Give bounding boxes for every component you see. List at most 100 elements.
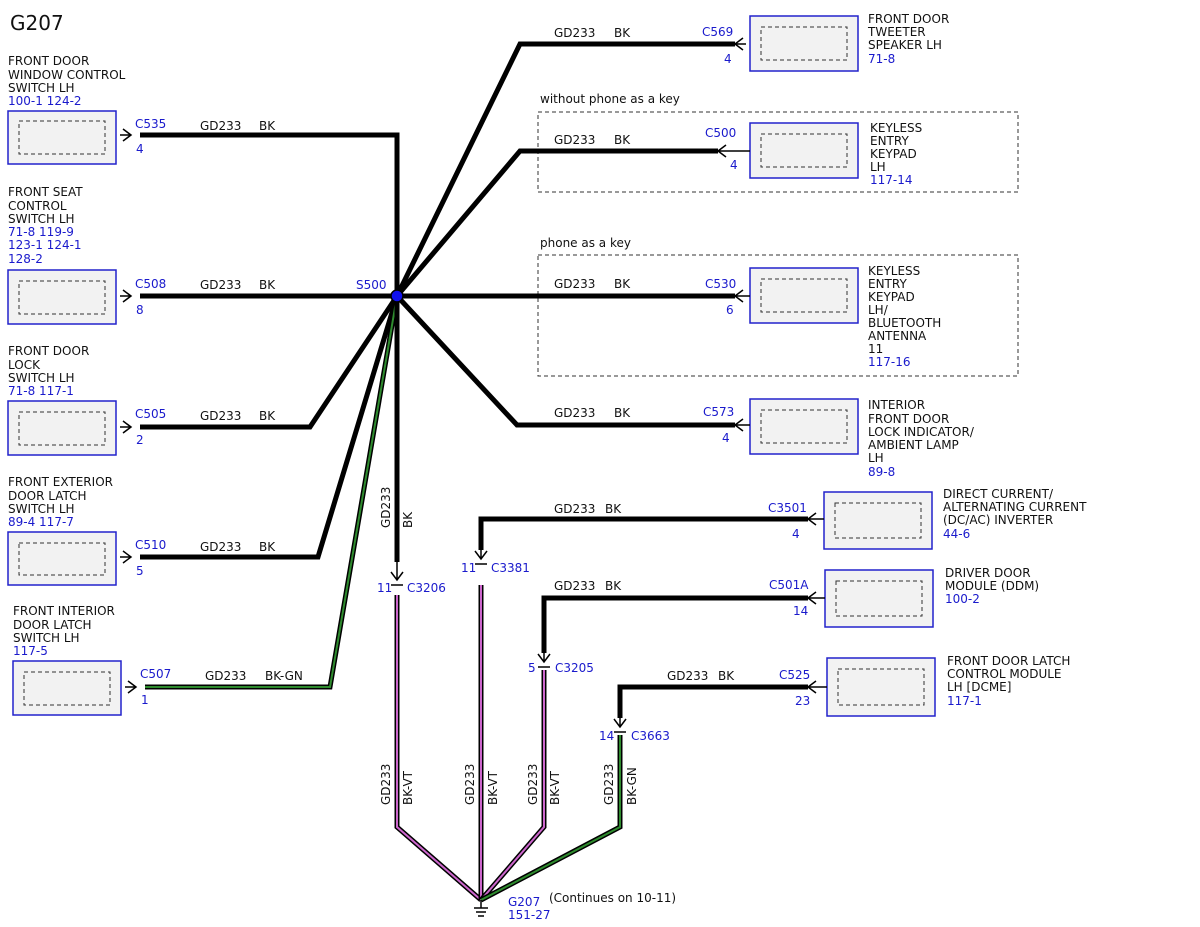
wire-c525 bbox=[617, 684, 808, 718]
component-front-door-window-control-switch[interactable]: FRONT DOOR WINDOW CONTROL SWITCH LH 100-… bbox=[7, 54, 126, 165]
component-name-line: CONTROL MODULE bbox=[947, 667, 1062, 681]
ground-bundle bbox=[394, 585, 623, 903]
page-ref[interactable]: 123-1 124-1 bbox=[8, 238, 82, 252]
circuit-label: GD233 bbox=[200, 540, 241, 554]
component-name-line: LH [DCME] bbox=[947, 680, 1011, 694]
connector-label: C3501 bbox=[768, 501, 807, 515]
connector-pin-icon bbox=[120, 550, 133, 564]
page-ref[interactable]: 71-8 119-9 bbox=[8, 225, 74, 239]
component-box bbox=[7, 269, 117, 325]
connector-pin-icon bbox=[733, 418, 750, 432]
component-name-line: TWEETER bbox=[867, 25, 926, 39]
component-name-line: FRONT SEAT bbox=[8, 185, 83, 199]
component-name-line: ENTRY bbox=[870, 134, 909, 148]
wire-color-label: BK bbox=[605, 579, 622, 593]
component-name-line: DOOR LATCH bbox=[13, 618, 92, 632]
component-box bbox=[7, 110, 117, 165]
page-ref[interactable]: 117-1 bbox=[947, 694, 982, 708]
connector-label: C510 bbox=[135, 538, 166, 552]
page-ref[interactable]: 71-8 117-1 bbox=[8, 384, 74, 398]
component-front-door-lock-switch[interactable]: FRONT DOOR LOCK SWITCH LH 71-8 117-1 bbox=[7, 344, 117, 456]
connector-label: C535 bbox=[135, 117, 166, 131]
pin-number: 23 bbox=[795, 694, 810, 708]
component-driver-door-module[interactable]: DRIVER DOOR MODULE (DDM) 100-2 bbox=[824, 566, 1039, 628]
component-box bbox=[749, 15, 859, 72]
circuit-label: GD233 bbox=[526, 764, 540, 805]
component-front-interior-door-latch-switch[interactable]: FRONT INTERIOR DOOR LATCH SWITCH LH 117-… bbox=[12, 604, 122, 716]
component-name-line: FRONT DOOR bbox=[8, 344, 89, 358]
wire-c500 bbox=[395, 148, 718, 298]
component-name-line: FRONT EXTERIOR bbox=[8, 475, 113, 489]
connector-pin-icon bbox=[806, 512, 824, 526]
component-box-inner bbox=[835, 580, 923, 617]
wire-c510 bbox=[140, 295, 400, 560]
inline-connector-icon bbox=[474, 545, 488, 561]
component-box-inner bbox=[18, 280, 106, 315]
inline-connector-icon bbox=[613, 713, 627, 729]
pin-number: 5 bbox=[528, 661, 536, 675]
component-front-exterior-door-latch-switch[interactable]: FRONT EXTERIOR DOOR LATCH SWITCH LH 89-4… bbox=[7, 475, 117, 586]
splice-label: S500 bbox=[356, 278, 387, 292]
page-ref[interactable]: 117-16 bbox=[868, 355, 911, 369]
wire-color-label: BK-GN bbox=[265, 669, 303, 683]
component-box-inner bbox=[760, 133, 848, 168]
page-ref[interactable]: 100-2 bbox=[945, 592, 980, 606]
page-ref[interactable]: 71-8 bbox=[868, 52, 895, 66]
page-ref[interactable]: 100-1 124-2 bbox=[8, 94, 82, 108]
connector-pin-icon bbox=[733, 289, 750, 303]
connector-pin-icon bbox=[716, 144, 750, 158]
connector-label: C3663 bbox=[631, 729, 670, 743]
wire-color-label: BK bbox=[718, 669, 735, 683]
pin-number: 4 bbox=[722, 431, 730, 445]
ground-note: (Continues on 10-11) bbox=[549, 891, 676, 905]
page-ref[interactable]: 44-6 bbox=[943, 527, 970, 541]
component-name-line: LH bbox=[870, 160, 886, 174]
component-box bbox=[749, 398, 859, 455]
connector-label: C530 bbox=[705, 277, 736, 291]
wire-color-label: BK-VT bbox=[486, 770, 500, 805]
circuit-label: GD233 bbox=[602, 764, 616, 805]
component-front-door-tweeter-speaker[interactable]: FRONT DOOR TWEETER SPEAKER LH 71-8 bbox=[749, 12, 949, 72]
wire-color-label: BK bbox=[259, 278, 276, 292]
wire-color-label: BK bbox=[605, 502, 622, 516]
component-interior-front-door-lock-indicator[interactable]: INTERIOR FRONT DOOR LOCK INDICATOR/ AMBI… bbox=[749, 398, 975, 479]
wire-c569 bbox=[394, 41, 735, 298]
page-ref[interactable]: 89-4 117-7 bbox=[8, 515, 74, 529]
page-ref[interactable]: 117-5 bbox=[13, 644, 48, 658]
component-box-inner bbox=[23, 671, 111, 706]
pin-number: 5 bbox=[136, 564, 144, 578]
page-ref[interactable]: 128-2 bbox=[8, 252, 43, 266]
page-ref[interactable]: 89-8 bbox=[868, 465, 895, 479]
component-front-seat-control-switch[interactable]: FRONT SEAT CONTROL SWITCH LH 71-8 119-9 … bbox=[7, 185, 117, 325]
component-box-inner bbox=[834, 502, 922, 539]
option-label-phone-key: phone as a key bbox=[540, 236, 631, 250]
component-keyless-entry-keypad[interactable]: KEYLESS ENTRY KEYPAD LH 117-14 bbox=[749, 121, 922, 187]
wire-color-label: BK bbox=[614, 26, 631, 40]
pin-number: 2 bbox=[136, 433, 144, 447]
component-name-line: FRONT INTERIOR bbox=[13, 604, 115, 618]
component-name-line: FRONT DOOR LATCH bbox=[947, 654, 1070, 668]
component-name-line: FRONT DOOR bbox=[868, 12, 949, 26]
connector-label: C3205 bbox=[555, 661, 594, 675]
component-name-line: LH/ bbox=[868, 303, 889, 317]
page-ref[interactable]: 117-14 bbox=[870, 173, 913, 187]
circuit-label: GD233 bbox=[554, 579, 595, 593]
circuit-label: GD233 bbox=[554, 502, 595, 516]
component-box bbox=[7, 531, 117, 586]
connector-label: C500 bbox=[705, 126, 736, 140]
component-keyless-entry-keypad-bluetooth-antenna[interactable]: KEYLESS ENTRY KEYPAD LH/ BLUETOOTH ANTEN… bbox=[749, 264, 941, 369]
connector-pin-icon bbox=[120, 289, 133, 303]
splice-point-icon bbox=[390, 289, 404, 303]
component-name-line: SWITCH LH bbox=[13, 631, 80, 645]
wires-right bbox=[394, 41, 735, 562]
circuit-label: GD233 bbox=[667, 669, 708, 683]
inline-connector-icon bbox=[390, 562, 404, 582]
component-name-line: SWITCH LH bbox=[8, 81, 75, 95]
circuit-label: GD233 bbox=[554, 26, 595, 40]
component-name-line: ANTENNA bbox=[868, 329, 927, 343]
component-dc-ac-inverter[interactable]: DIRECT CURRENT/ ALTERNATING CURRENT (DC/… bbox=[823, 487, 1087, 550]
connector-pin-icon bbox=[125, 680, 138, 694]
connector-label: C501A bbox=[769, 578, 809, 592]
component-front-door-latch-control-module[interactable]: FRONT DOOR LATCH CONTROL MODULE LH [DCME… bbox=[826, 654, 1070, 717]
